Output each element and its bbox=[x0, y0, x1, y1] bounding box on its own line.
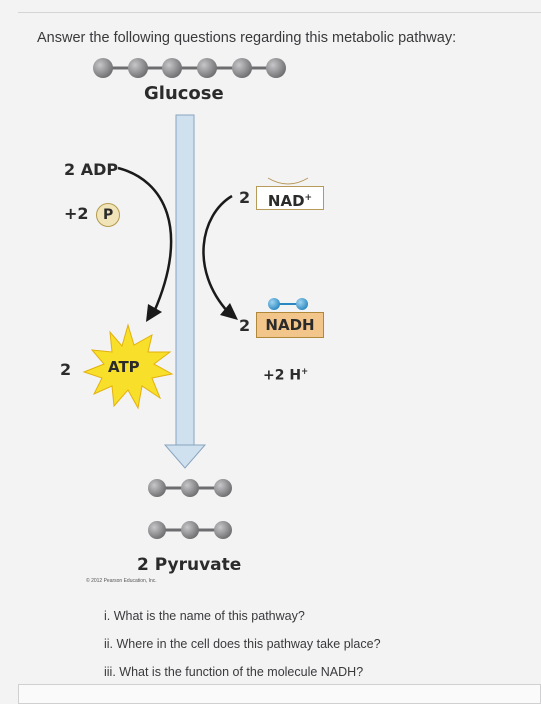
pathway-arrow-icon bbox=[163, 114, 207, 469]
hydrogen-text: +2 H bbox=[263, 367, 302, 384]
glucose-molecule-icon bbox=[93, 58, 286, 78]
question-list: i. What is the name of this pathway? ii.… bbox=[104, 602, 381, 686]
hydrogen-sup: + bbox=[301, 366, 309, 376]
nad-text: NAD bbox=[267, 192, 305, 210]
question-header: Answer the following questions regarding… bbox=[37, 30, 457, 46]
nad-coefficient: 2 bbox=[239, 188, 251, 207]
question-2: ii. Where in the cell does this pathway … bbox=[104, 637, 381, 651]
atp-burst-icon bbox=[82, 323, 174, 410]
answer-input[interactable] bbox=[18, 684, 541, 704]
top-border bbox=[18, 12, 541, 13]
pyruvate-label: 2 Pyruvate bbox=[137, 555, 242, 575]
phosphate-icon: P bbox=[96, 203, 121, 227]
atp-coefficient: 2 bbox=[60, 360, 72, 379]
copyright-notice: © 2012 Pearson Education, Inc. bbox=[86, 578, 157, 584]
adp-to-atp-arrow-icon bbox=[117, 166, 173, 322]
question-1: i. What is the name of this pathway? bbox=[104, 609, 305, 623]
nadh-label: NADH bbox=[256, 312, 324, 338]
adp-label: 2 ADP bbox=[64, 160, 119, 179]
glycolysis-diagram bbox=[82, 58, 309, 539]
pyruvate-molecule-1-icon bbox=[148, 479, 232, 497]
nadh-electrons-icon bbox=[268, 298, 308, 310]
atp-label: ATP bbox=[108, 358, 140, 376]
hydrogen-label: +2 H+ bbox=[263, 366, 308, 384]
phosphate-group: +2 P bbox=[64, 203, 121, 227]
question-3: iii. What is the function of the molecul… bbox=[104, 665, 364, 679]
phosphate-prefix: +2 bbox=[64, 204, 89, 223]
pyruvate-molecule-2-icon bbox=[148, 521, 232, 539]
nad-to-nadh-arrow-icon bbox=[202, 194, 238, 320]
glucose-label: Glucose bbox=[144, 83, 224, 104]
nad-sup: + bbox=[304, 193, 313, 203]
nad-notch-icon bbox=[267, 177, 309, 185]
nadh-coefficient: 2 bbox=[239, 316, 251, 335]
nad-label: NAD+ bbox=[256, 186, 324, 210]
